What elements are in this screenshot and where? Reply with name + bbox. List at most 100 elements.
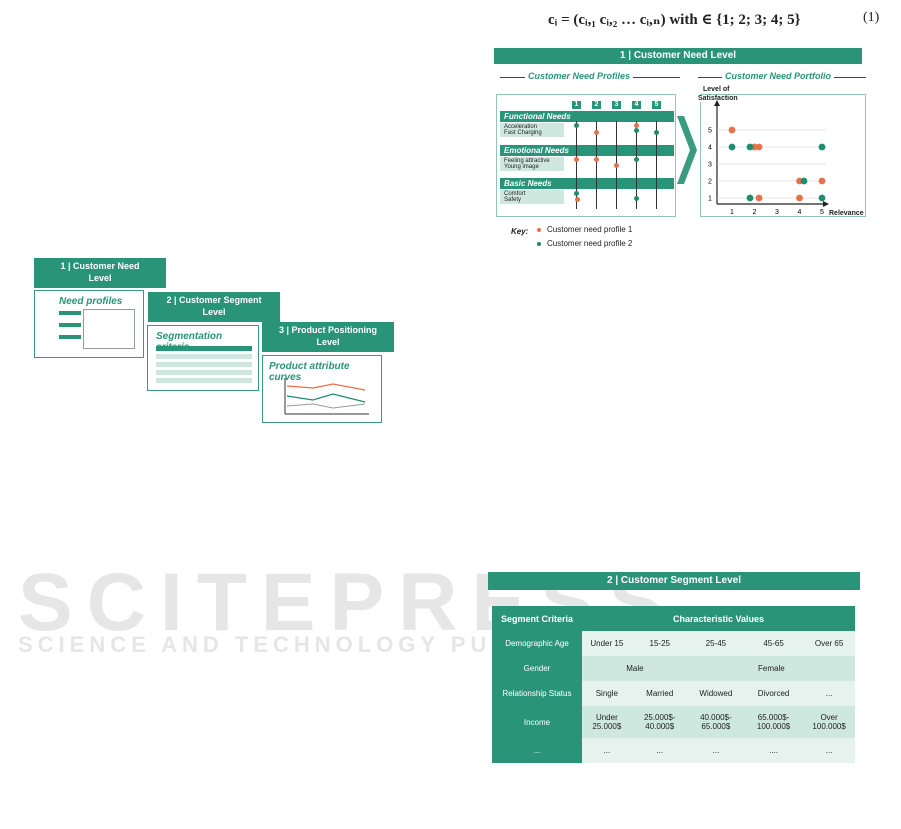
table-cell: 40.000$- 65.000$ bbox=[687, 706, 744, 738]
y-axis-arrow bbox=[714, 100, 720, 106]
card1-tab: 1 | Customer Need Level bbox=[34, 258, 166, 288]
item-young-image: Young image bbox=[504, 164, 539, 170]
basic-items-bg bbox=[500, 190, 564, 204]
functional-items-bg bbox=[500, 123, 564, 137]
y-axis-label-1: Level of bbox=[703, 86, 730, 93]
scatter-point-profile1 bbox=[818, 177, 826, 185]
col-header-3: 3 bbox=[612, 101, 621, 109]
table-cell: Married bbox=[631, 681, 688, 706]
item-acceleration: Acceleration bbox=[504, 124, 538, 130]
table-cell: ... bbox=[803, 738, 855, 763]
table-cell: Under 25.000$ bbox=[582, 706, 632, 738]
table-cell: ... bbox=[687, 738, 744, 763]
table-cell: Male bbox=[582, 656, 688, 681]
table-cell: 45-65 bbox=[743, 631, 804, 656]
portfolio-title: Customer Need Portfolio bbox=[722, 71, 835, 81]
card3-tab-line1: 3 | Product Positioning bbox=[278, 325, 378, 335]
scatter-point-profile2 bbox=[818, 194, 826, 202]
item-feeling-attractive: Feeling attractive bbox=[504, 158, 550, 164]
card3-product-curves: Product attribute curves bbox=[262, 355, 382, 423]
profile-dot bbox=[594, 157, 599, 162]
profile-dot bbox=[575, 197, 580, 202]
profile-dot bbox=[574, 157, 579, 162]
table-cell: .... bbox=[743, 738, 804, 763]
scatter-point-profile2 bbox=[728, 143, 736, 151]
table-cell: Widowed bbox=[687, 681, 744, 706]
scatter-point-profile1 bbox=[728, 126, 736, 134]
card3-tab-line2: Level bbox=[316, 337, 340, 347]
need-portfolio-panel bbox=[700, 94, 866, 217]
profile-dot bbox=[614, 163, 619, 168]
profile-dot bbox=[594, 130, 599, 135]
profile-dot bbox=[634, 123, 639, 128]
scatter-point-profile2 bbox=[800, 177, 808, 185]
x-tick-label: 1 bbox=[730, 209, 734, 215]
card2-segmentation: Segmentation criteria bbox=[147, 325, 259, 391]
table-cell: ... bbox=[803, 681, 855, 706]
y-tick-label: 4 bbox=[708, 145, 712, 152]
table-cell: Over 65 bbox=[803, 631, 855, 656]
row-label-more: ... bbox=[492, 738, 582, 763]
profiles-title: Customer Need Profiles bbox=[525, 71, 634, 81]
col-header-2: 2 bbox=[592, 101, 601, 109]
mini-bar bbox=[156, 362, 252, 367]
arrow-right-icon bbox=[677, 116, 697, 184]
card3-tab: 3 | Product Positioning Level bbox=[262, 322, 394, 352]
scatter-point-profile1 bbox=[755, 194, 763, 202]
segment-table: Segment Criteria Characteristic Values D… bbox=[492, 606, 855, 763]
x-tick-label: 5 bbox=[820, 209, 824, 215]
card3-title: Product attribute curves bbox=[269, 361, 350, 383]
scatter-point-profile1 bbox=[755, 143, 763, 151]
scatter-point-profile2 bbox=[818, 143, 826, 151]
equation-number: (1) bbox=[863, 10, 880, 25]
profile-gridline-2 bbox=[596, 121, 597, 209]
profile-dot bbox=[654, 130, 659, 135]
key-dot-profile1 bbox=[537, 228, 541, 232]
profile-dot bbox=[634, 196, 639, 201]
mini-curves bbox=[284, 378, 369, 415]
y-tick-label: 2 bbox=[708, 179, 712, 186]
scatter-point-profile2 bbox=[746, 143, 754, 151]
table-cell: Divorced bbox=[743, 681, 804, 706]
category-functional: Functional Needs bbox=[500, 111, 674, 122]
table-cell: 65.000$- 100.000$ bbox=[743, 706, 804, 738]
x-axis-label: Relevance bbox=[829, 210, 864, 217]
mini-bar bbox=[156, 370, 252, 375]
fig3-banner: 2 | Customer Segment Level bbox=[488, 572, 860, 590]
row-label-relationship: Relationship Status bbox=[492, 681, 582, 706]
card1-tab-line1: 1 | Customer Need bbox=[60, 261, 140, 271]
key-dot-profile2 bbox=[537, 242, 541, 246]
profile-dot bbox=[574, 123, 579, 128]
row-label-income: Income bbox=[492, 706, 582, 738]
scatter-point-profile1 bbox=[796, 194, 803, 202]
mini-grid bbox=[83, 309, 135, 349]
card1-tab-line2: Level bbox=[88, 273, 112, 283]
item-fast-charging: Fast Charging bbox=[504, 130, 542, 136]
emotional-items-bg bbox=[500, 157, 564, 171]
x-axis-arrow bbox=[823, 201, 829, 207]
mini-bar bbox=[156, 346, 252, 351]
profile-gridline-4 bbox=[636, 121, 637, 209]
row-label-age: Demographic Age bbox=[492, 631, 582, 656]
header-segment-criteria: Segment Criteria bbox=[492, 606, 582, 631]
table-cell: Under 15 bbox=[582, 631, 632, 656]
card1-need-profiles: Need profiles bbox=[34, 290, 144, 358]
table-cell: 25.000$- 40.000$ bbox=[631, 706, 688, 738]
table-cell: 25-45 bbox=[687, 631, 744, 656]
mini-bar bbox=[59, 311, 81, 315]
key-label: Key: bbox=[511, 227, 529, 236]
row-label-gender: Gender bbox=[492, 656, 582, 681]
header-characteristic-values: Characteristic Values bbox=[582, 606, 855, 631]
segment-table-wrap: Segment Criteria Characteristic Values D… bbox=[492, 606, 855, 763]
table-cell: Single bbox=[582, 681, 632, 706]
profile-dot bbox=[634, 128, 639, 133]
table-cell: Over 100.000$ bbox=[803, 706, 855, 738]
card2-tab: 2 | Customer Segment Level bbox=[148, 292, 280, 322]
col-header-1: 1 bbox=[572, 101, 581, 109]
card2-tab-line1: 2 | Customer Segment bbox=[166, 295, 262, 305]
x-tick-label: 3 bbox=[775, 209, 779, 215]
col-header-5: 5 bbox=[652, 101, 661, 109]
card1-title: Need profiles bbox=[59, 296, 123, 307]
mini-bar bbox=[156, 378, 252, 383]
